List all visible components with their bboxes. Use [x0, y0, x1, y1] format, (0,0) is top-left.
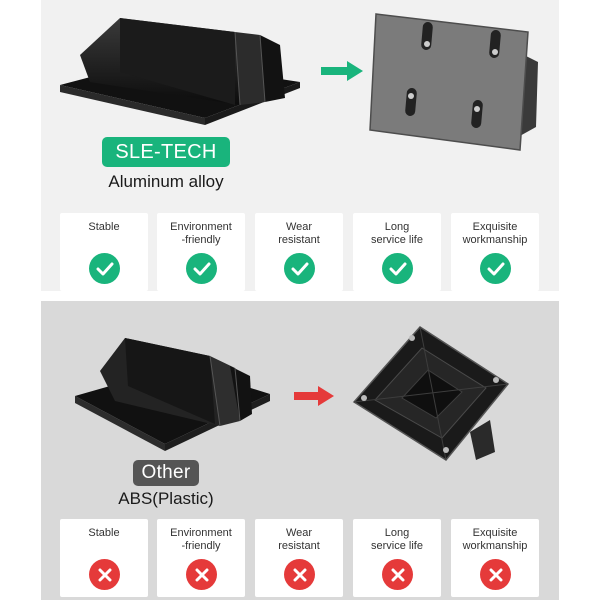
feature-card-environment-friendly: Environment -friendly: [157, 519, 245, 597]
check-icon: [382, 253, 413, 284]
brand-badge: Other: [133, 460, 199, 486]
feature-label: Stable: [88, 527, 120, 539]
cross-icon: [382, 559, 413, 590]
feature-card-stable: Stable: [60, 519, 148, 597]
feature-card-long-service-life: Long service life: [353, 519, 441, 597]
aluminum-stand-image: [60, 18, 300, 125]
plastic-stand-image: [75, 338, 270, 451]
cross-icon: [89, 559, 120, 590]
plastic-base-plate-image: [352, 326, 510, 461]
cross-icon: [284, 559, 315, 590]
check-icon: [284, 253, 315, 284]
check-icon: [89, 253, 120, 284]
feature-card-stable: Stable: [60, 213, 148, 291]
feature-card-wear-resistant: Wear resistant: [255, 519, 343, 597]
feature-label: Long service life: [371, 527, 423, 552]
feature-label: Exquisite workmanship: [462, 527, 528, 552]
material-label: Aluminum alloy: [108, 172, 224, 191]
feature-label: Environment -friendly: [170, 527, 232, 552]
feature-label: Wear resistant: [278, 527, 320, 552]
feature-card-exquisite-workmanship: Exquisite workmanship: [451, 519, 539, 597]
feature-card-wear-resistant: Wear resistant: [255, 213, 343, 291]
feature-label: Environment -friendly: [170, 221, 232, 246]
arrow-right-icon: [294, 386, 334, 406]
brand-badge: SLE-TECH: [102, 137, 230, 167]
material-label: ABS(Plastic): [118, 489, 214, 508]
cross-icon: [480, 559, 511, 590]
feature-card-exquisite-workmanship: Exquisite workmanship: [451, 213, 539, 291]
feature-card-long-service-life: Long service life: [353, 213, 441, 291]
feature-label: Exquisite workmanship: [462, 221, 528, 246]
arrow-right-icon: [321, 61, 363, 81]
check-icon: [480, 253, 511, 284]
feature-label: Wear resistant: [278, 221, 320, 246]
feature-label: Stable: [88, 221, 120, 233]
check-icon: [186, 253, 217, 284]
aluminum-base-plate-image: [369, 13, 538, 151]
feature-card-environment-friendly: Environment -friendly: [157, 213, 245, 291]
cross-icon: [186, 559, 217, 590]
feature-label: Long service life: [371, 221, 423, 246]
